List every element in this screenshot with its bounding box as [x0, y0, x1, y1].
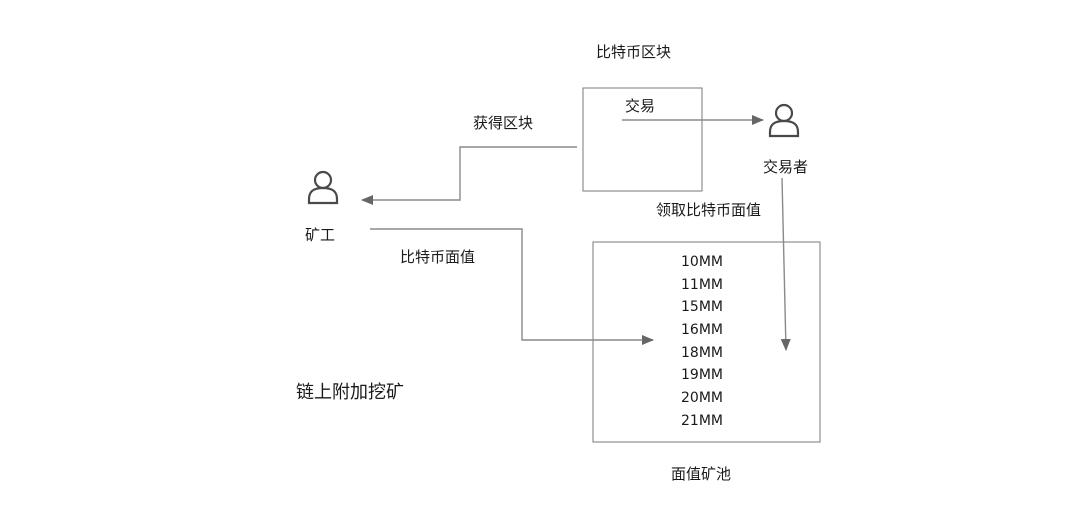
pool-value-item: 20MM — [681, 390, 723, 407]
trader-label: 交易者 — [763, 158, 809, 176]
face-value-arrow — [370, 228, 654, 345]
pool-title: 面值矿池 — [671, 465, 732, 483]
bitcoin-block-box — [582, 87, 703, 192]
receive-face-value-arrow — [780, 177, 791, 351]
block-title: 比特币区块 — [596, 43, 672, 61]
footer-label: 链上附加挖矿 — [296, 382, 404, 403]
pool-value-item: 16MM — [681, 322, 723, 339]
pool-value-item: 21MM — [681, 412, 723, 429]
pool-value-item: 18MM — [681, 344, 723, 361]
get-block-arrow — [361, 146, 577, 205]
pool-value-item: 15MM — [681, 299, 723, 316]
get-block-label: 获得区块 — [473, 114, 534, 132]
trader-person-icon — [768, 103, 800, 138]
miner-label: 矿工 — [305, 226, 336, 244]
pool-value-list: 10MM 11MM 15MM 16MM 18MM 19MM 20MM 21MM — [593, 251, 820, 433]
miner-person-icon — [307, 170, 339, 205]
face-value-label: 比特币面值 — [400, 248, 476, 266]
block-transaction-label: 交易 — [625, 97, 656, 115]
face-value-pool-box — [592, 241, 821, 443]
receive-face-value-label: 领取比特币面值 — [656, 201, 762, 219]
pool-value-item: 19MM — [681, 367, 723, 384]
pool-value-item: 10MM — [681, 254, 723, 270]
pool-value-item: 11MM — [681, 276, 723, 293]
